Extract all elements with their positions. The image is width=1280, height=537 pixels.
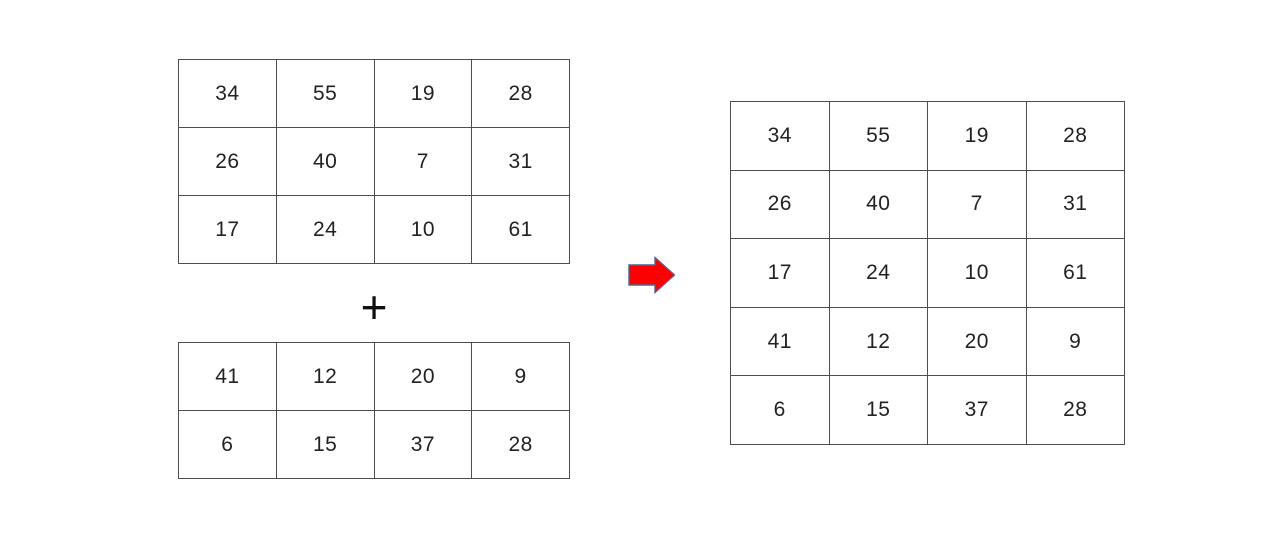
block-arrow-right-icon xyxy=(628,256,676,294)
table-cell: 12 xyxy=(276,343,374,410)
table-cell: 24 xyxy=(829,239,927,307)
table-cell: 6 xyxy=(731,376,829,444)
table-cell: 28 xyxy=(1026,102,1124,170)
table-cell: 37 xyxy=(928,376,1026,444)
table-cell: 15 xyxy=(276,411,374,478)
table-cell: 7 xyxy=(374,128,472,195)
table-cell: 15 xyxy=(829,376,927,444)
table-cell: 20 xyxy=(374,343,472,410)
table-cell: 20 xyxy=(928,307,1026,376)
table-cell: 61 xyxy=(1026,239,1124,307)
table-cell: 10 xyxy=(374,196,472,263)
table-cell: 28 xyxy=(472,60,569,127)
table-cell: 26 xyxy=(179,128,276,195)
table-cell: 41 xyxy=(179,343,276,410)
table-cell: 31 xyxy=(472,128,569,195)
table-cell: 41 xyxy=(731,307,829,376)
table-cell: 19 xyxy=(374,60,472,127)
table-cell: 17 xyxy=(731,239,829,307)
table-cell: 55 xyxy=(829,102,927,170)
table-cell: 31 xyxy=(1026,170,1124,239)
table-cell: 6 xyxy=(179,411,276,478)
table-cell: 28 xyxy=(1026,376,1124,444)
table-cell: 24 xyxy=(276,196,374,263)
plus-operator: + xyxy=(360,281,388,333)
table-cell: 61 xyxy=(472,196,569,263)
table-cell: 12 xyxy=(829,307,927,376)
table-cell: 34 xyxy=(179,60,276,127)
table-cell: 28 xyxy=(472,411,569,478)
table-cell: 40 xyxy=(829,170,927,239)
table-cell: 9 xyxy=(1026,307,1124,376)
table-cell: 19 xyxy=(928,102,1026,170)
table-cell: 9 xyxy=(472,343,569,410)
table-cell: 7 xyxy=(928,170,1026,239)
table-cell: 26 xyxy=(731,170,829,239)
table-cell: 34 xyxy=(731,102,829,170)
table-cell: 40 xyxy=(276,128,374,195)
table-cell: 10 xyxy=(928,239,1026,307)
table-cell: 37 xyxy=(374,411,472,478)
table-cell: 55 xyxy=(276,60,374,127)
table-cell: 17 xyxy=(179,196,276,263)
